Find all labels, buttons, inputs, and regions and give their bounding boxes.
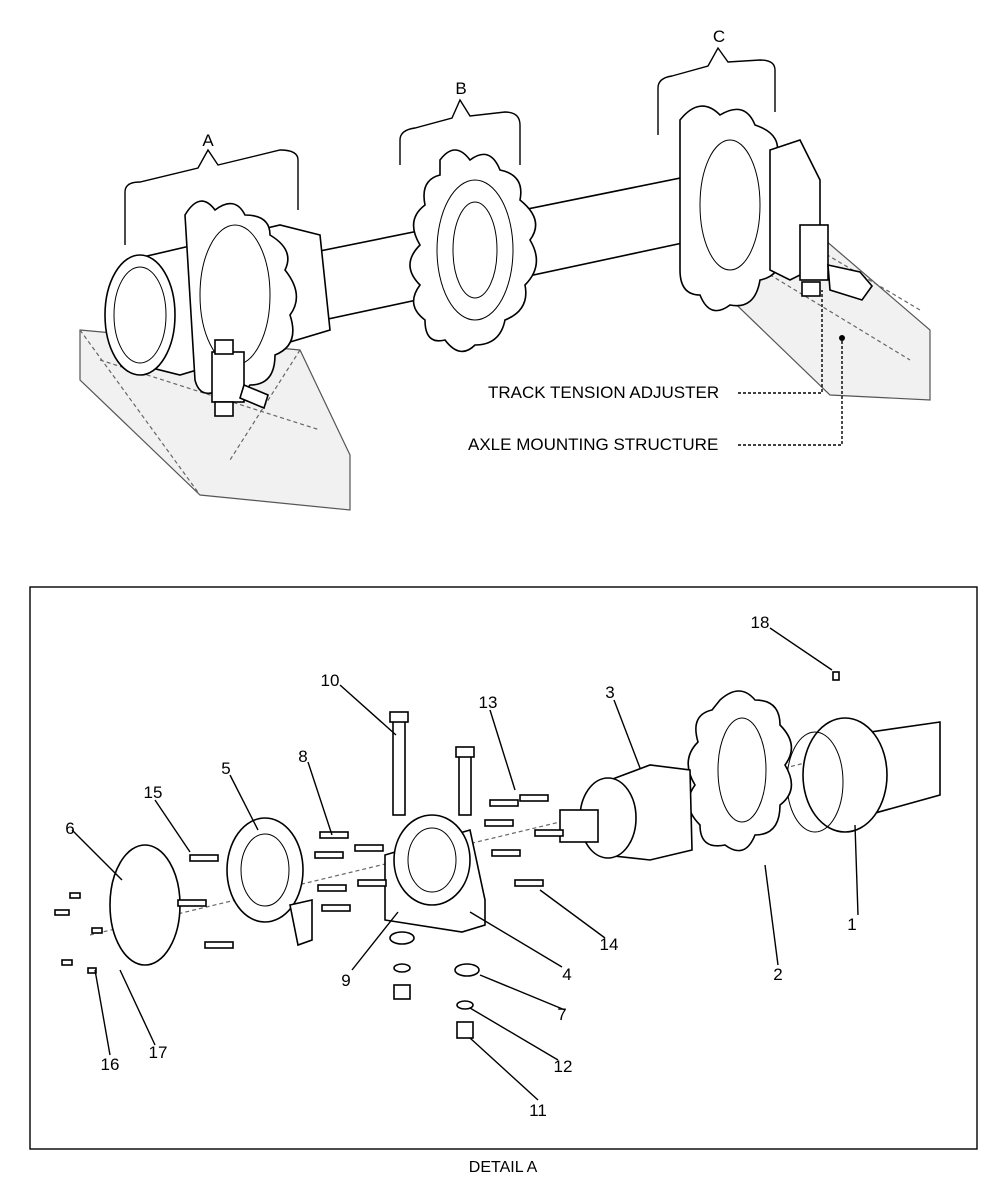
bracket-b xyxy=(399,98,521,165)
adjuster-a-nut-top xyxy=(214,339,234,355)
adjuster-c-spring xyxy=(827,263,874,301)
second-bolt-head xyxy=(455,746,475,758)
callout-track-tension-adjuster: TRACK TENSION ADJUSTER xyxy=(488,383,719,402)
part-leaders xyxy=(71,627,859,1101)
group-label-a: A xyxy=(202,131,214,150)
part-1-housing xyxy=(802,717,888,833)
part-5-bracket xyxy=(226,817,304,923)
part-label-12: 12 xyxy=(554,1057,573,1076)
detail-a-caption: DETAIL A xyxy=(469,1159,538,1176)
axle-mounting-point xyxy=(839,335,845,341)
group-label-b: B xyxy=(455,79,466,98)
bolt-cluster-8 xyxy=(314,831,387,912)
overview-illustration: A B C TRACK TENSION ADJUSTER AXLE MOUNTI… xyxy=(79,27,931,511)
part-label-7: 7 xyxy=(557,1005,566,1024)
part-label-15: 15 xyxy=(144,783,163,802)
adjuster-c-nut xyxy=(801,281,821,297)
group-label-c: C xyxy=(713,27,725,46)
tension-adjuster-a xyxy=(211,351,245,403)
part-5-lug xyxy=(289,898,313,947)
sprocket-c-hub xyxy=(699,139,761,271)
part-5-bore xyxy=(240,833,290,907)
part-7-washer xyxy=(454,963,480,977)
sprocket-b-bolt-circle xyxy=(436,179,514,321)
tension-adjuster-c xyxy=(799,224,829,281)
part-label-9: 9 xyxy=(341,971,350,990)
bracket-a xyxy=(124,148,299,245)
part-label-3: 3 xyxy=(605,683,614,702)
part-label-10: 10 xyxy=(321,671,340,690)
fastener-cluster-16-17 xyxy=(54,892,103,974)
part-2-bore xyxy=(717,717,767,823)
part-3-motor xyxy=(559,809,599,843)
part-label-1: 1 xyxy=(847,915,856,934)
part-label-14: 14 xyxy=(600,935,619,954)
bracket-c xyxy=(657,46,776,135)
part-label-2: 2 xyxy=(773,965,782,984)
detail-a-illustration: 1 2 3 4 5 6 7 8 9 10 11 12 13 14 15 16 1… xyxy=(54,613,941,1120)
part-label-4: 4 xyxy=(562,965,571,984)
sprocket-b xyxy=(409,149,538,353)
adjuster-a-spring xyxy=(239,383,269,410)
part-2-sprocket xyxy=(687,690,793,852)
part-label-13: 13 xyxy=(479,693,498,712)
explode-axis xyxy=(89,744,881,936)
hub-a-cover xyxy=(104,254,176,376)
part-10-bolt-head xyxy=(389,711,409,723)
part-12-lock-washer xyxy=(456,1000,474,1010)
part-6-cover xyxy=(109,844,181,966)
part-label-17: 17 xyxy=(149,1043,168,1062)
part-label-8: 8 xyxy=(298,747,307,766)
bolt-cluster-15 xyxy=(177,854,234,949)
part-4-bore xyxy=(407,827,457,893)
callout-axle-mounting-structure: AXLE MOUNTING STRUCTURE xyxy=(468,435,718,454)
part-label-16: 16 xyxy=(101,1055,120,1074)
bolt-cluster-13 xyxy=(484,794,564,887)
part-11-nut xyxy=(456,1021,474,1039)
part-label-5: 5 xyxy=(221,759,230,778)
second-vertical-bolt xyxy=(458,754,472,816)
leader-track-tension-adjuster xyxy=(738,290,823,394)
nut-left xyxy=(393,984,411,1000)
part-18-screw xyxy=(832,671,840,681)
part-label-11: 11 xyxy=(529,1101,547,1120)
part-9-washer xyxy=(389,931,415,945)
sprocket-b-hub xyxy=(452,201,498,299)
hub-a-cover-rim xyxy=(113,266,167,364)
part-label-18: 18 xyxy=(751,613,770,632)
detail-a-frame xyxy=(29,586,978,1150)
part-label-6: 6 xyxy=(65,819,74,838)
part-4-ring xyxy=(393,814,471,906)
adjuster-a-nut-bottom xyxy=(214,401,234,417)
lock-washer-left xyxy=(393,963,411,973)
